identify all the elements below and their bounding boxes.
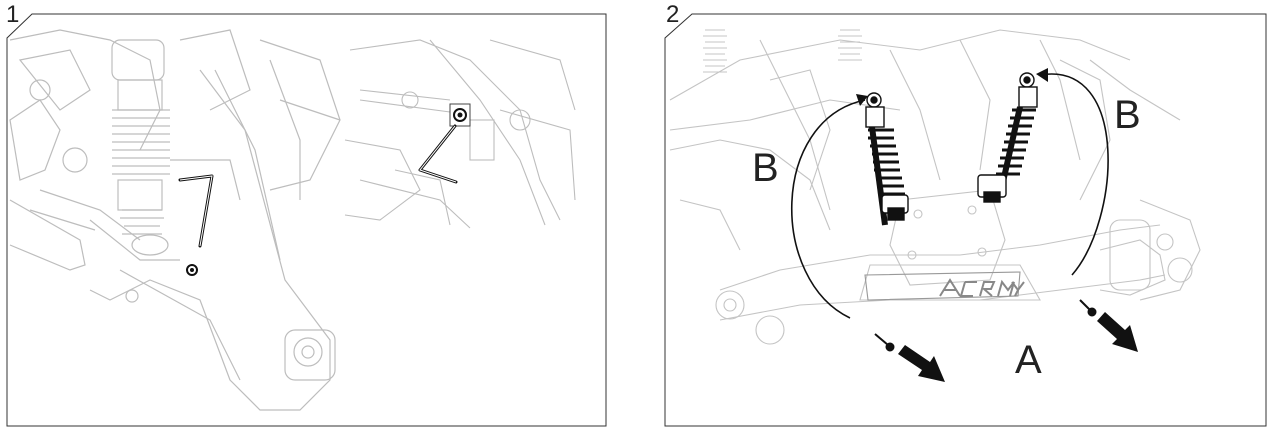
step-number: 1 [6, 1, 20, 28]
left-shock [865, 92, 909, 226]
step-1-illustration [6, 13, 607, 427]
arrow-down-right-icon [1097, 312, 1138, 352]
remove-arrows [790, 73, 1109, 319]
callout-b-left: B [752, 146, 779, 190]
arrow-down-right-icon [898, 345, 945, 382]
suspension-drawing [9, 29, 341, 411]
step-1-panel: 1 [0, 0, 608, 430]
step-2-panel: 2 B B A [660, 0, 1268, 430]
curved-arrow-right-icon [1039, 73, 1109, 276]
callout-a: A [1015, 338, 1042, 382]
step-number: 2 [666, 1, 680, 28]
screw-right-icon [1079, 299, 1097, 317]
inset-detail [344, 38, 578, 229]
curved-arrow-left-icon [790, 99, 866, 319]
brand-logo [939, 278, 1025, 297]
screw-left-icon [874, 333, 895, 352]
direction-arrows [898, 312, 1138, 382]
right-shock [977, 72, 1038, 203]
chassis-drawing [669, 29, 1201, 345]
step-2-illustration [664, 13, 1267, 427]
callout-b-right: B [1114, 93, 1141, 137]
